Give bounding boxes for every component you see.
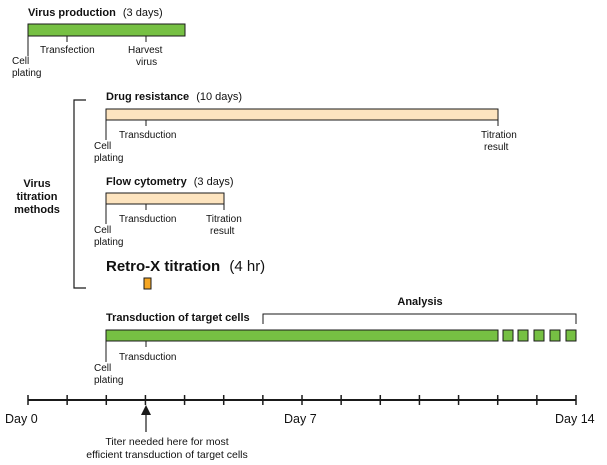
note-line2: efficient transduction of target cells bbox=[86, 449, 247, 461]
flow-cytometry-section: Flow cytometry (3 days) Transduction Cel… bbox=[94, 176, 242, 248]
drug-resistance-section: Drug resistance (10 days) Transduction C… bbox=[94, 91, 517, 164]
analysis-block-2 bbox=[517, 329, 529, 342]
day7-label: Day 7 bbox=[284, 412, 317, 426]
tt-cell-label: Cell bbox=[94, 363, 111, 374]
retrox-section: Retro-X titration (4 hr) bbox=[106, 258, 265, 290]
group-label-line1: Virus bbox=[23, 178, 50, 190]
analysis-block-3 bbox=[533, 329, 545, 342]
dr-titration-label: Titration bbox=[481, 130, 517, 141]
svg-text:Flow cytometry (3 days): Flow cytometry (3 days) bbox=[106, 176, 234, 188]
retrox-bar bbox=[143, 277, 152, 290]
dr-transduction-label: Transduction bbox=[119, 130, 176, 141]
note-arrow-head bbox=[141, 405, 151, 415]
flow-cytometry-title: Flow cytometry bbox=[106, 176, 188, 188]
dr-cell-label: Cell bbox=[94, 141, 111, 152]
virus-production-section: Virus production (3 days) Cell plating T… bbox=[12, 7, 186, 79]
virus-production-duration: (3 days) bbox=[123, 7, 163, 19]
fc-transduction-label: Transduction bbox=[119, 214, 176, 225]
vp-cell-label: Cell bbox=[12, 56, 29, 67]
group-label-line3: methods bbox=[14, 204, 60, 216]
vp-transfection-label: Transfection bbox=[40, 45, 95, 56]
day0-label: Day 0 bbox=[5, 412, 38, 426]
analysis-block-5 bbox=[565, 329, 577, 342]
drug-resistance-title: Drug resistance bbox=[106, 91, 189, 103]
virus-production-bar bbox=[27, 23, 186, 37]
svg-text:Drug resistance (10 days: Drug resistance (10 days) bbox=[106, 91, 242, 103]
dr-plating-label: plating bbox=[94, 153, 123, 164]
titer-note: Titer needed here for most efficient tra… bbox=[86, 405, 248, 461]
analysis-block-4 bbox=[549, 329, 561, 342]
transduction-target-title: Transduction of target cells bbox=[106, 312, 250, 324]
transduction-target-bar bbox=[105, 329, 499, 342]
analysis-block-1 bbox=[502, 329, 514, 342]
titration-methods-group: Virus titration methods bbox=[14, 99, 86, 289]
timeline-axis: Day 0 Day 7 Day 14 bbox=[5, 395, 595, 426]
flow-cytometry-duration: (3 days) bbox=[194, 176, 234, 188]
retrox-duration: (4 hr) bbox=[229, 258, 265, 275]
analysis-bracket bbox=[262, 313, 577, 324]
drug-resistance-duration: (10 days) bbox=[196, 91, 242, 103]
svg-text:Virus production (3 days: Virus production (3 days) bbox=[28, 7, 163, 19]
tt-transduction-label: Transduction bbox=[119, 352, 176, 363]
note-line1: Titer needed here for most bbox=[105, 436, 228, 448]
virus-production-title: Virus production bbox=[28, 7, 116, 19]
fc-result-label: result bbox=[210, 226, 235, 237]
svg-text:Retro-X titration (4 hr): Retro-X titration (4 hr) bbox=[106, 258, 265, 275]
vp-virus-label: virus bbox=[136, 57, 157, 68]
axis-ticks bbox=[27, 395, 577, 405]
vp-plating-label: plating bbox=[12, 68, 41, 79]
vp-harvest-label: Harvest bbox=[128, 45, 163, 56]
tt-plating-label: plating bbox=[94, 375, 123, 386]
group-label-line2: titration bbox=[17, 191, 58, 203]
day14-label: Day 14 bbox=[555, 412, 595, 426]
analysis-label: Analysis bbox=[397, 296, 442, 308]
retrox-title: Retro-X titration bbox=[106, 258, 220, 275]
dr-result-label: result bbox=[484, 142, 509, 153]
transduction-target-section: Transduction of target cells Analysis Tr… bbox=[94, 296, 577, 386]
fc-cell-label: Cell bbox=[94, 225, 111, 236]
group-bracket bbox=[73, 99, 86, 289]
flow-cytometry-bar bbox=[105, 192, 225, 205]
drug-resistance-bar bbox=[105, 108, 499, 121]
fc-plating-label: plating bbox=[94, 237, 123, 248]
fc-titration-label: Titration bbox=[206, 214, 242, 225]
